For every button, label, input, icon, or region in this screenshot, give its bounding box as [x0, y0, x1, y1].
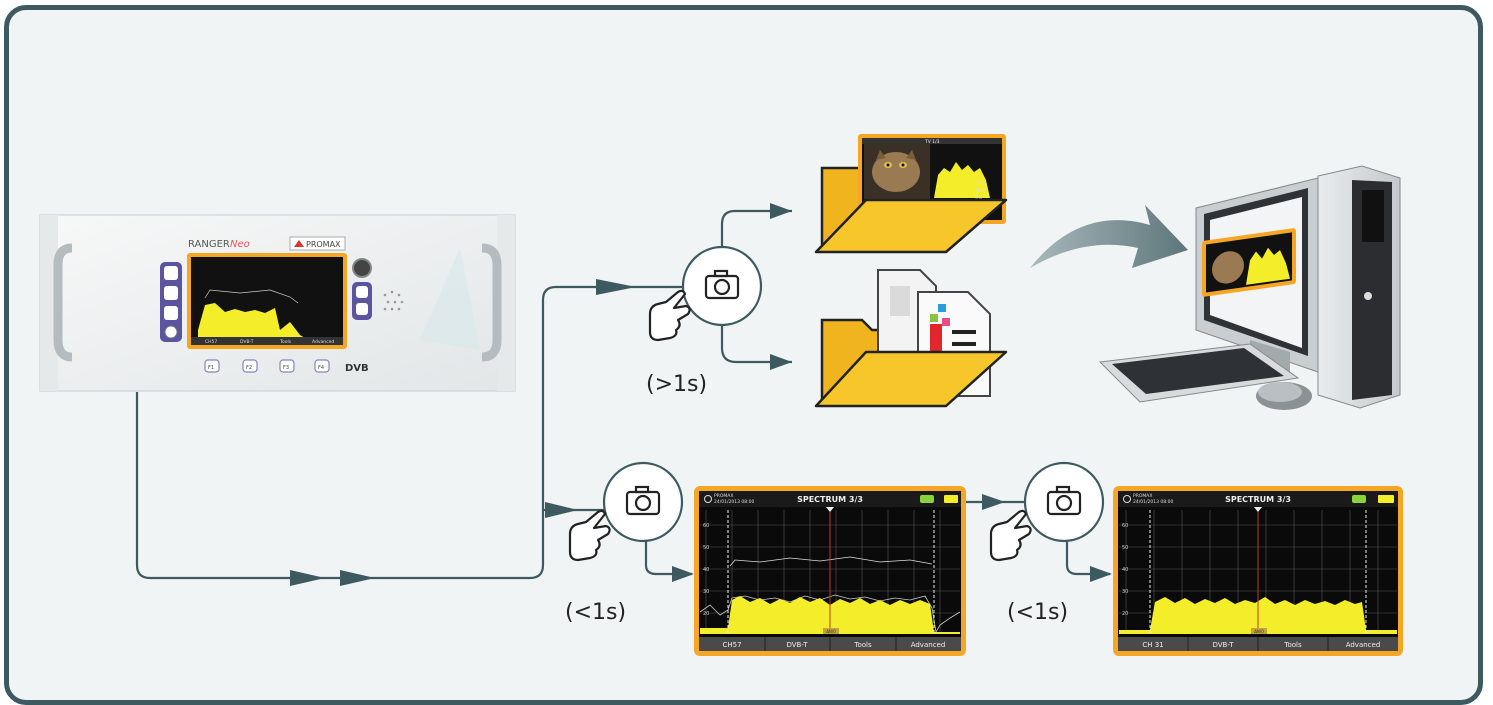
screen2-title: SPECTRUM 3/3: [1225, 495, 1291, 504]
screen2-ytick-4: 30: [1122, 589, 1128, 595]
screen1-ytick-2: 50: [703, 545, 709, 551]
screen1-softkey-3: Tools: [853, 641, 872, 649]
screen2-ytick-1: 60: [1122, 523, 1128, 529]
screen1-softkey-4: Advanced: [911, 641, 946, 649]
screen2-softkey-4: Advanced: [1346, 641, 1381, 649]
screen2-datetime: 24/01/2013 08:00: [1133, 499, 1173, 505]
screen2-softkey-3: Tools: [1283, 641, 1302, 649]
screen1-marker: ΔN/0: [826, 629, 836, 634]
screen2-ytick-2: 50: [1122, 545, 1128, 551]
thumb-value-3: 3%: [975, 195, 983, 201]
long-press-label: (>1s): [646, 372, 708, 397]
line-to-folder-image: [720, 209, 792, 246]
thumb-photo: [864, 143, 930, 199]
curved-arrow-icon: [1030, 205, 1188, 268]
spectrum-screen-2: PROMAX 24/01/2013 08:00 SPECTRUM 3/3 60 …: [1113, 486, 1403, 656]
device-brand: RANGER: [188, 239, 230, 250]
camera-icon: [704, 269, 740, 300]
device-softkey-2: DVB-T: [240, 339, 254, 345]
device-button-4[interactable]: [356, 286, 368, 298]
folder-front: [814, 198, 1008, 254]
device-button-1[interactable]: [164, 266, 178, 280]
folder-front: [814, 350, 1008, 408]
thumb-value-2: 45.2: [975, 188, 985, 194]
folder-document-export: [814, 269, 1008, 408]
camera-button-short-1: [602, 461, 684, 543]
device-button-2[interactable]: [164, 286, 178, 300]
hand-pointer-icon: [568, 509, 611, 562]
arrowheads: [290, 203, 1112, 586]
screen1-ytick-1: 60: [703, 523, 709, 529]
f3-label: F3: [283, 365, 289, 371]
dvb-logo: DVB: [345, 363, 369, 374]
diagram: RANGER Neo PROMAX CH57 DVB-T Tools Advan…: [4, 5, 1483, 705]
device-brand-suffix: Neo: [230, 239, 250, 250]
line-to-screen2: [1065, 536, 1110, 576]
thumb-title: TV 1/3: [924, 139, 940, 145]
screen2-signal-icon: [1352, 495, 1366, 503]
line-upper: [541, 285, 684, 510]
diagram-canvas: RANGER Neo PROMAX CH57 DVB-T Tools Advan…: [39, 134, 1403, 656]
device-power-button[interactable]: [164, 325, 178, 339]
ranger-neo-device: RANGER Neo PROMAX CH57 DVB-T Tools Advan…: [39, 214, 516, 392]
screen1-title: SPECTRUM 3/3: [797, 495, 863, 504]
line-to-folder-doc: [720, 325, 792, 364]
device-knob[interactable]: [352, 258, 372, 278]
f1-key[interactable]: [204, 359, 220, 373]
line-main: [135, 392, 545, 580]
folder-image-export: TV 1/3 61.0 45.2 3%: [814, 134, 1008, 254]
device-button-5[interactable]: [356, 303, 368, 315]
screen1-trace-max: [699, 594, 961, 634]
f4-key[interactable]: [314, 359, 330, 373]
screen1-brand: PROMAX: [714, 493, 733, 499]
device-fkeys: F1 F2 F3 F4: [204, 359, 330, 373]
screen2-brand: PROMAX: [1133, 493, 1152, 499]
hand-pointer-icon: [648, 289, 691, 342]
screen2-marker: ΔN/0: [1254, 629, 1264, 634]
spectrum-screen-1: PROMAX 24/01/2013 08:00 SPECTRUM 3/3 60 …: [694, 486, 966, 656]
screen1-ytick-5: 20: [703, 611, 709, 617]
screen1-softkey-2: DVB-T: [786, 641, 808, 649]
short-press-label-2: (<1s): [1007, 600, 1069, 625]
thumb-value-1: 61.0: [975, 181, 985, 187]
screen2-ytick-3: 40: [1122, 567, 1128, 573]
f1-label: F1: [208, 365, 214, 371]
hand-pointer-icon: [989, 509, 1032, 562]
screen1-signal-icon: [920, 495, 934, 503]
f2-label: F2: [246, 365, 252, 371]
f3-key[interactable]: [279, 359, 295, 373]
short-press-label-1: (<1s): [565, 600, 627, 625]
device-softkey-4: Advanced: [312, 339, 334, 345]
computer-icon: [1098, 165, 1401, 410]
screen2-ytick-5: 20: [1122, 611, 1128, 617]
screen1-battery-icon: [944, 495, 958, 503]
device-button-3[interactable]: [164, 306, 178, 320]
f2-key[interactable]: [242, 359, 258, 373]
screen1-trace-hold: [729, 556, 933, 567]
screen1-ytick-4: 30: [703, 589, 709, 595]
camera-icon: [1046, 485, 1082, 516]
screen2-softkey-2: DVB-T: [1212, 641, 1234, 649]
device-left-button-panel: [160, 262, 182, 342]
device-maker: PROMAX: [306, 240, 341, 249]
device-softkey-1: CH57: [205, 339, 217, 345]
rack-handle-left: [53, 243, 73, 362]
screen1-softkey-1: CH57: [722, 641, 741, 649]
screen2-softkey-1: CH 31: [1142, 641, 1163, 649]
f4-label: F4: [318, 365, 324, 371]
camera-icon: [625, 485, 661, 516]
screen1-ytick-3: 40: [703, 567, 709, 573]
line-to-screen1: [644, 536, 692, 576]
screen2-battery-icon: [1378, 495, 1394, 503]
screen1-datetime: 24/01/2013 08:00: [714, 499, 754, 505]
device-softkey-3: Tools: [279, 339, 292, 345]
camera-button-long: [681, 245, 763, 327]
rack-handle-right: [481, 243, 502, 362]
camera-button-short-2: [1023, 461, 1105, 543]
